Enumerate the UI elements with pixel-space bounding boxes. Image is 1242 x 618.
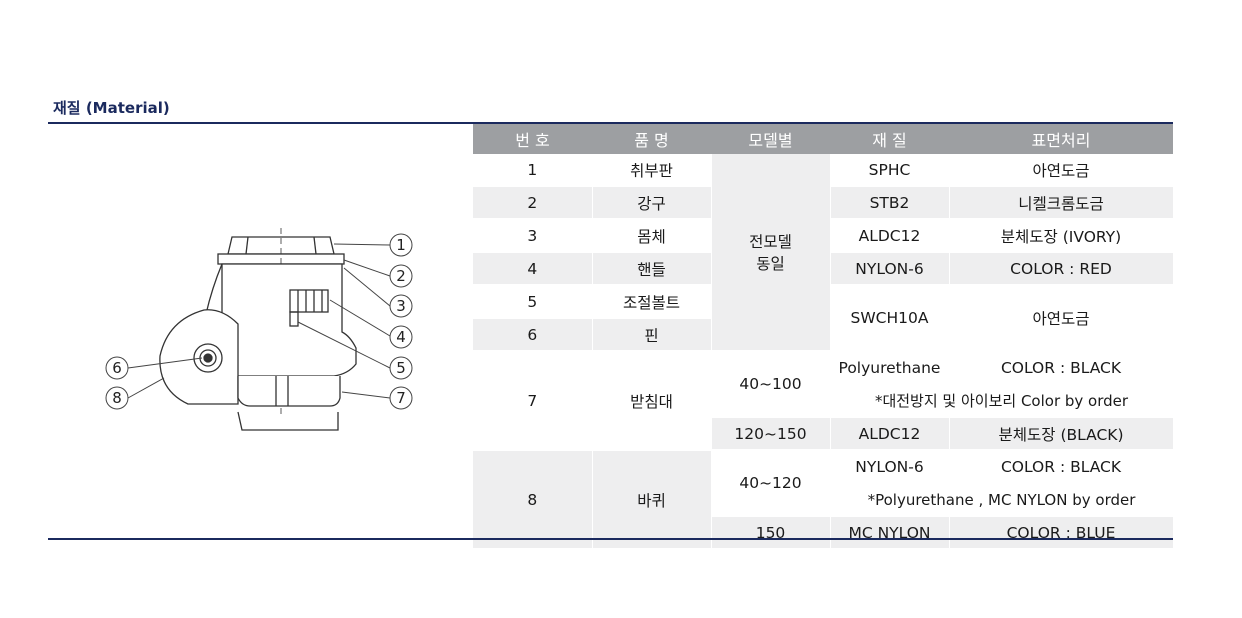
cell-no: 5 xyxy=(473,285,593,319)
cell-material: ALDC12 xyxy=(830,219,950,253)
model-all-line2: 동일 xyxy=(756,255,785,273)
cell-model: 40~120 xyxy=(711,450,831,517)
svg-text:4: 4 xyxy=(396,328,406,346)
cell-part: 받침대 xyxy=(592,351,712,451)
table-row: 120~150 ALDC12 분체도장 (BLACK) xyxy=(473,417,1174,451)
header-part: 품 명 xyxy=(592,124,711,154)
cell-part: 몸체 xyxy=(592,219,712,253)
cell-finish: 분체도장 (IVORY) xyxy=(949,219,1174,253)
callout-8: 8 xyxy=(105,386,129,410)
callout-2: 2 xyxy=(389,264,413,288)
caster-drawing: 1 2 3 4 5 7 6 8 xyxy=(105,228,413,431)
cell-model: 120~150 xyxy=(711,417,831,451)
header-material: 재 질 xyxy=(830,124,949,154)
cell-no: 4 xyxy=(473,252,593,286)
table-row: 4 핸들 NYLON-6 COLOR : RED xyxy=(473,252,1174,286)
cell-material: SPHC xyxy=(830,154,950,187)
table-row: 3 몸체 ALDC12 분체도장 (IVORY) xyxy=(473,219,1174,253)
table-row: *대전방지 및 아이보리 Color by order xyxy=(473,384,1174,418)
svg-text:8: 8 xyxy=(112,389,122,407)
cell-note: *Polyurethane , MC NYLON by order xyxy=(830,483,1174,517)
cell-material: MC NYLON xyxy=(830,516,950,548)
top-rule xyxy=(48,122,1173,124)
cell-no: 7 xyxy=(473,351,593,451)
cell-finish: COLOR : BLACK xyxy=(949,351,1174,385)
svg-text:2: 2 xyxy=(396,267,406,285)
cell-no: 1 xyxy=(473,154,593,187)
cell-material: STB2 xyxy=(830,186,950,220)
drawing-handle xyxy=(289,289,329,313)
cell-no: 2 xyxy=(473,186,593,220)
cell-finish: 아연도금 xyxy=(949,285,1174,352)
cell-part: 취부판 xyxy=(592,154,712,187)
cell-finish: 니켈크롬도금 xyxy=(949,186,1174,220)
callout-3: 3 xyxy=(389,294,413,318)
cell-finish: COLOR : BLACK xyxy=(949,450,1174,484)
svg-text:7: 7 xyxy=(396,389,406,407)
callout-6: 6 xyxy=(105,356,129,380)
table-row: *Polyurethane , MC NYLON by order xyxy=(473,483,1174,517)
cell-part: 바퀴 xyxy=(592,450,712,548)
svg-text:1: 1 xyxy=(396,236,406,254)
cell-model: 40~100 xyxy=(711,351,831,418)
svg-text:6: 6 xyxy=(112,359,122,377)
cell-note: *대전방지 및 아이보리 Color by order xyxy=(830,384,1174,418)
table-row: 5 조절볼트 SWCH10A 아연도금 xyxy=(473,285,1174,352)
cell-material: ALDC12 xyxy=(830,417,950,451)
cell-material: NYLON-6 xyxy=(830,450,950,484)
model-all-line1: 전모델 xyxy=(749,233,792,251)
header-model: 모델별 xyxy=(711,124,830,154)
cell-part: 핀 xyxy=(592,318,712,352)
material-table: 번 호 품 명 모델별 재 질 표면처리 1 취부판 전모델 동일 SPHC 아… xyxy=(473,124,1174,548)
table-row: 1 취부판 전모델 동일 SPHC 아연도금 xyxy=(473,154,1174,352)
header-finish: 표면처리 xyxy=(949,124,1173,154)
cell-part: 강구 xyxy=(592,186,712,220)
cell-part: 조절볼트 xyxy=(592,285,712,319)
callout-4: 4 xyxy=(389,325,413,349)
section-title: 재질 (Material) xyxy=(53,99,170,117)
cell-model: 150 xyxy=(711,516,831,548)
table-header-row: 번 호 품 명 모델별 재 질 표면처리 xyxy=(473,124,1173,154)
cell-no: 8 xyxy=(473,450,593,548)
cell-part: 핸들 xyxy=(592,252,712,286)
svg-text:3: 3 xyxy=(396,297,406,315)
bottom-rule xyxy=(48,538,1173,540)
cell-finish: COLOR : RED xyxy=(949,252,1174,286)
drawing-body xyxy=(221,263,357,377)
table-row: 7 받침대 40~100 Polyurethane COLOR : BLACK xyxy=(473,351,1174,451)
cell-no: 6 xyxy=(473,318,593,352)
table-row: 2 강구 STB2 니켈크롬도금 xyxy=(473,186,1174,220)
callout-5: 5 xyxy=(389,356,413,380)
cell-model-all: 전모델 동일 xyxy=(711,154,831,352)
svg-text:5: 5 xyxy=(396,359,406,377)
cell-material: SWCH10A xyxy=(830,285,950,352)
table-row: 6 핀 xyxy=(473,318,1173,352)
drawing-base-pad xyxy=(237,376,341,407)
cell-no: 3 xyxy=(473,219,593,253)
header-no: 번 호 xyxy=(473,124,592,154)
cell-finish: COLOR : BLUE xyxy=(949,516,1174,548)
callout-1: 1 xyxy=(389,233,413,257)
cell-material: NYLON-6 xyxy=(830,252,950,286)
cell-finish: 분체도장 (BLACK) xyxy=(949,417,1174,451)
table-row: 8 바퀴 40~120 NYLON-6 COLOR : BLACK xyxy=(473,450,1174,548)
callout-7: 7 xyxy=(389,386,413,410)
cell-material: Polyurethane xyxy=(830,351,950,385)
table-row: 150 MC NYLON COLOR : BLUE xyxy=(473,516,1174,548)
cell-finish: 아연도금 xyxy=(949,154,1174,187)
